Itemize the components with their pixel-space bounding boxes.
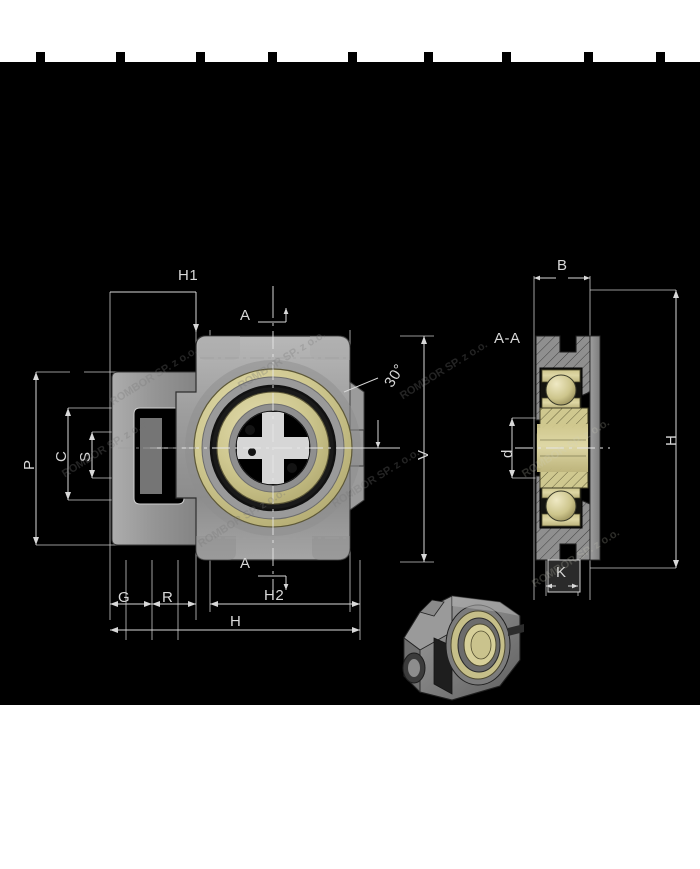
isometric-unit xyxy=(402,595,524,701)
top-tick xyxy=(116,52,125,62)
section-arrow-label-bottom: A xyxy=(240,555,251,572)
dimension-label-d: d xyxy=(499,449,516,458)
dimension-lines xyxy=(33,275,679,633)
dimension-label-h2: H2 xyxy=(264,587,285,604)
section-view-label: A-A xyxy=(494,330,521,347)
top-tick xyxy=(424,52,433,62)
dimension-label-p: P xyxy=(21,459,38,470)
dimension-label-h1: H1 xyxy=(178,267,199,284)
top-tick xyxy=(36,52,45,62)
top-tick xyxy=(348,52,357,62)
hidden-lines-front xyxy=(118,357,348,539)
section-view-AA xyxy=(535,335,601,593)
dimension-label-h-right: H xyxy=(663,434,680,446)
top-tick xyxy=(196,52,205,62)
center-lines-front xyxy=(150,300,400,600)
dimension-label-c: C xyxy=(53,450,70,462)
dimension-label-r: R xyxy=(162,589,174,606)
dimension-label-k: K xyxy=(556,564,567,581)
dimension-label-b: B xyxy=(557,257,568,274)
dimension-label-s: S xyxy=(77,451,94,462)
top-tick xyxy=(268,52,277,62)
top-tick xyxy=(502,52,511,62)
front-view-housing xyxy=(111,335,365,561)
dimension-label-g: G xyxy=(118,589,131,606)
top-tick xyxy=(584,52,593,62)
section-arrow-label-top: A xyxy=(240,307,251,324)
top-tick xyxy=(656,52,665,62)
dimension-label-h: H xyxy=(230,613,242,630)
dimension-label-v: V xyxy=(415,449,432,460)
